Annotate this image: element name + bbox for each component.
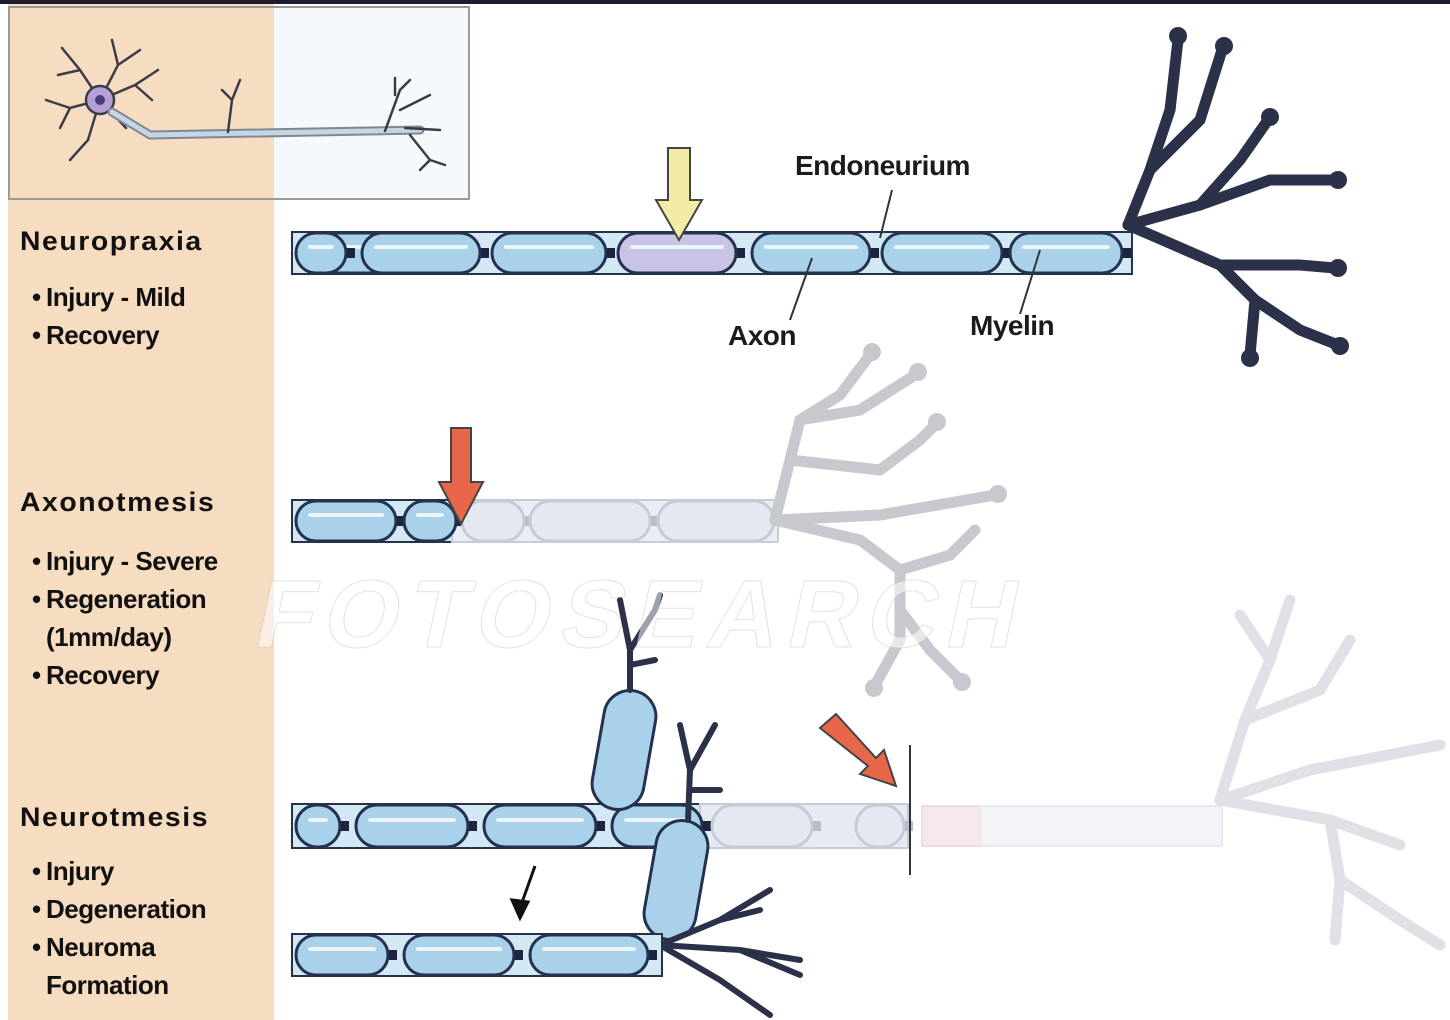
myelin-segment	[882, 233, 1002, 273]
node-of-ranvier	[481, 248, 489, 258]
myelin-segment	[530, 501, 650, 541]
node-of-ranvier	[347, 248, 355, 258]
node-of-ranvier	[607, 248, 615, 258]
node-of-ranvier	[1123, 248, 1131, 258]
myelin-segment	[484, 805, 596, 847]
myelin-segment	[492, 233, 606, 273]
node-of-ranvier	[871, 248, 879, 258]
node-of-ranvier	[597, 821, 605, 831]
label-myelin: Myelin	[970, 310, 1054, 342]
axonotmesis-myelin-segments	[296, 501, 783, 541]
neurotmesis-distal-nerve	[922, 806, 1222, 846]
node-of-ranvier	[389, 950, 397, 960]
myelin-segment	[362, 233, 480, 273]
neuroma-arrow	[512, 866, 535, 918]
myelin-segment	[618, 233, 736, 273]
transection-arrow	[820, 714, 896, 786]
myelin-segment	[856, 805, 904, 847]
node-of-ranvier	[737, 248, 745, 258]
node-of-ranvier	[813, 821, 821, 831]
myelin-segment	[404, 501, 456, 541]
node-of-ranvier	[341, 821, 349, 831]
node-of-ranvier	[469, 821, 477, 831]
myelin-segment	[1010, 233, 1122, 273]
myelin-segment	[356, 805, 468, 847]
myelin-segment	[404, 935, 514, 975]
label-axon: Axon	[728, 320, 796, 352]
neuroma-myelin-segments	[296, 935, 657, 975]
neuropraxia-terminals	[1128, 40, 1338, 355]
myelin-segment	[462, 501, 524, 541]
myelin-segment	[296, 805, 340, 847]
myelin-segment	[712, 805, 812, 847]
myelin-segment	[296, 935, 388, 975]
neuron-thumbnail	[46, 40, 445, 170]
node-of-ranvier	[515, 950, 523, 960]
myelin-segment	[530, 935, 648, 975]
myelin-segment	[752, 233, 870, 273]
mild-injury-arrow	[656, 148, 702, 240]
node-of-ranvier	[703, 821, 711, 831]
watermark: FOTOSEARCH	[246, 560, 1040, 670]
myelin-segment	[296, 233, 346, 273]
neurotmesis-distal-terminals	[1220, 600, 1440, 945]
myelin-segment	[296, 501, 396, 541]
node-of-ranvier	[649, 950, 657, 960]
myelin-segment	[658, 501, 774, 541]
label-endoneurium: Endoneurium	[795, 150, 970, 182]
